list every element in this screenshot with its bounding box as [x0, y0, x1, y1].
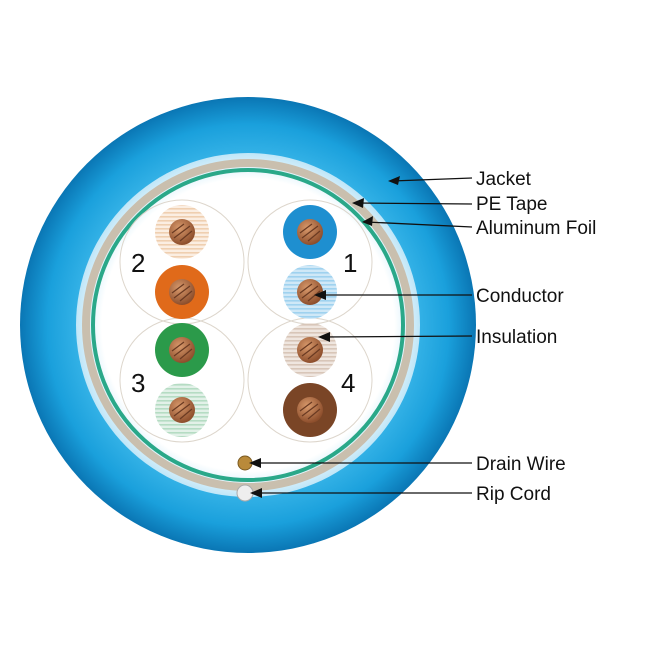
label-jacket: Jacket: [476, 169, 532, 190]
label-aluminum-foil: Aluminum Foil: [476, 218, 596, 239]
filler: [76, 153, 420, 497]
pair-number-2: 2: [131, 248, 145, 278]
label-conductor: Conductor: [476, 286, 564, 307]
label-pe-tape: PE Tape: [476, 194, 547, 215]
label-drain-wire: Drain Wire: [476, 454, 566, 475]
callout-arrowheads: [249, 176, 400, 498]
label-insulation: Insulation: [476, 327, 557, 348]
pair-number-1: 1: [343, 248, 357, 278]
pair-2: [155, 205, 209, 319]
pair-4: [283, 323, 337, 437]
aluminum-foil-ring: [91, 168, 405, 482]
pair-number-3: 3: [131, 368, 145, 398]
callout-lines: [253, 177, 473, 494]
label-rip-cord: Rip Cord: [476, 484, 551, 505]
pair-number-4: 4: [341, 368, 355, 398]
pair-1: [283, 205, 337, 319]
pair-3: [155, 323, 209, 437]
